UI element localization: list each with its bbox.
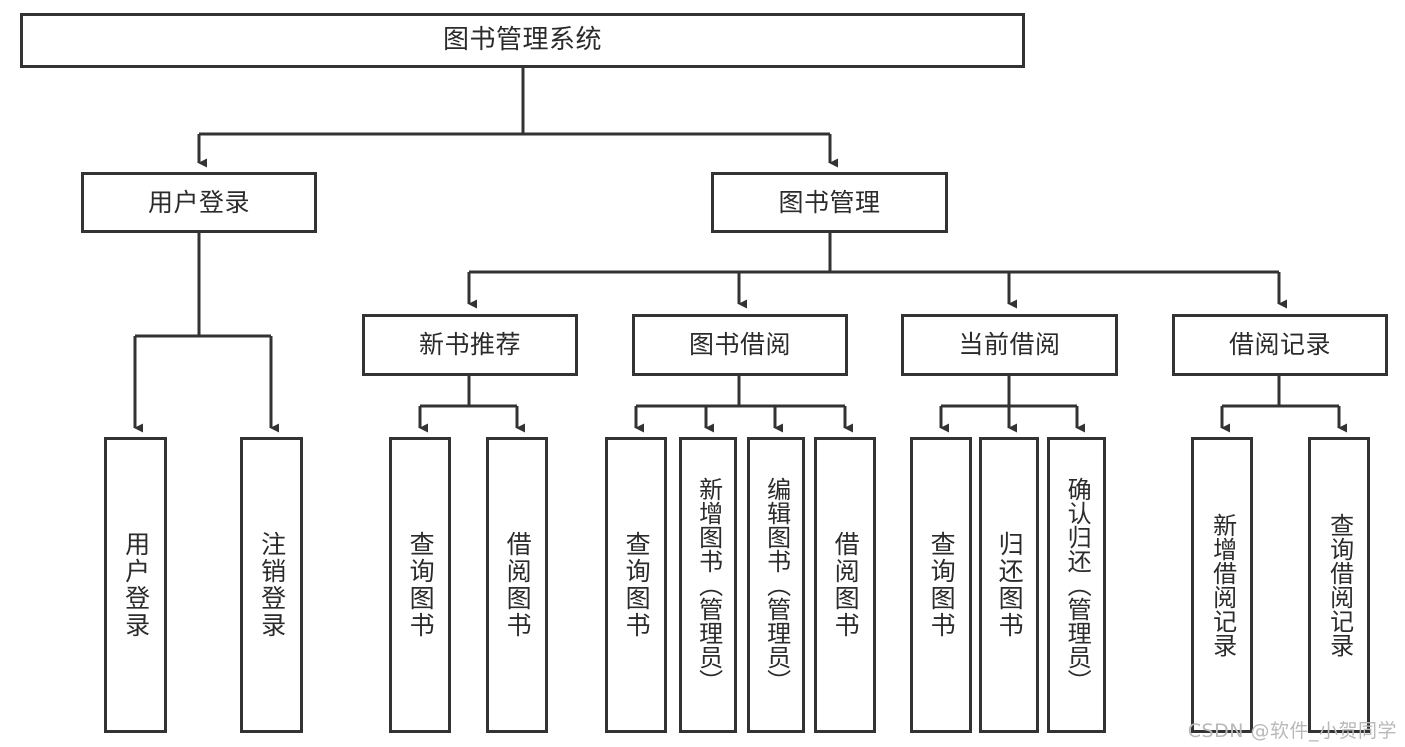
node-leaf-borrow-book-newbook[interactable]: 借阅图书: [486, 437, 548, 733]
node-leaf-confirm-return-admin[interactable]: 确认归还（管理员）: [1047, 437, 1106, 733]
node-label: 新增图书（管理员）: [694, 477, 723, 693]
node-current-borrowing[interactable]: 当前借阅: [901, 314, 1118, 376]
node-leaf-query-book-newbook[interactable]: 查询图书: [389, 437, 451, 733]
node-book-borrowing[interactable]: 图书借阅: [632, 314, 848, 376]
node-label: 编辑图书（管理员）: [762, 477, 791, 693]
node-user-login[interactable]: 用户登录: [81, 172, 317, 233]
node-label: 新增借阅记录: [1208, 513, 1237, 657]
node-label: 借阅图书: [503, 531, 533, 639]
node-leaf-user-login[interactable]: 用户登录: [104, 437, 167, 733]
node-label: 新书推荐: [418, 330, 521, 359]
node-new-book-recommendation[interactable]: 新书推荐: [362, 314, 578, 376]
node-label: 注销登录: [257, 531, 287, 639]
node-label: 确认归还（管理员）: [1063, 477, 1092, 693]
node-book-management[interactable]: 图书管理: [711, 172, 948, 233]
node-label: 图书管理: [778, 187, 881, 217]
node-label: 归还图书: [995, 531, 1025, 639]
node-leaf-edit-book-admin[interactable]: 编辑图书（管理员）: [747, 437, 805, 733]
csdn-watermark: CSDN @软件_小贺同学: [1187, 720, 1397, 742]
node-label: 借阅记录: [1228, 330, 1331, 359]
node-root-book-management-system[interactable]: 图书管理系统: [20, 13, 1025, 68]
node-label: 图书借阅: [688, 330, 791, 359]
node-label: 当前借阅: [958, 330, 1061, 359]
node-leaf-add-book-admin[interactable]: 新增图书（管理员）: [679, 437, 737, 733]
node-label: 借阅图书: [831, 531, 861, 639]
node-borrowing-records[interactable]: 借阅记录: [1172, 314, 1388, 376]
node-leaf-query-borrow-record[interactable]: 查询借阅记录: [1308, 437, 1370, 733]
node-label: 图书管理系统: [442, 24, 602, 55]
node-label: 查询图书: [622, 531, 652, 639]
node-label: 用户登录: [121, 531, 151, 639]
node-label: 用户登录: [147, 187, 250, 217]
node-label: 查询图书: [406, 531, 436, 639]
node-leaf-query-book-current[interactable]: 查询图书: [910, 437, 972, 733]
node-leaf-add-borrow-record[interactable]: 新增借阅记录: [1191, 437, 1253, 733]
node-label: 查询借阅记录: [1325, 513, 1354, 657]
node-leaf-logout[interactable]: 注销登录: [240, 437, 303, 733]
node-leaf-return-book[interactable]: 归还图书: [979, 437, 1039, 733]
node-leaf-query-book-borrow[interactable]: 查询图书: [605, 437, 667, 733]
node-label: 查询图书: [927, 531, 957, 639]
node-leaf-borrow-book-borrow[interactable]: 借阅图书: [814, 437, 876, 733]
